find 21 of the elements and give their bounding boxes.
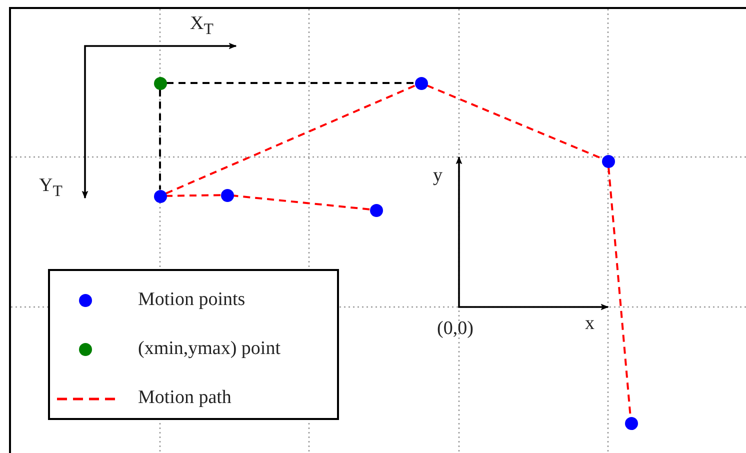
motion-point bbox=[414, 76, 428, 90]
legend-text: Motion points bbox=[138, 290, 246, 309]
motion-point bbox=[602, 154, 614, 168]
path-line bbox=[166, 82, 414, 84]
motion-point bbox=[370, 204, 382, 216]
axis-label: Y$_{T}$ bbox=[39, 176, 62, 200]
axis-label: x bbox=[585, 314, 594, 333]
path-line bbox=[426, 84, 602, 160]
path-line bbox=[166, 84, 416, 194]
path-line bbox=[233, 194, 370, 210]
motion-point bbox=[154, 76, 166, 90]
axis-label: X$_{T}$ bbox=[190, 14, 214, 38]
motion-point bbox=[154, 190, 166, 202]
origin-label: (0,0) bbox=[437, 319, 474, 338]
motion-point bbox=[624, 416, 638, 430]
legend-text: (xmin,ymax) point bbox=[138, 339, 280, 358]
path-line bbox=[159, 90, 161, 190]
motion-point bbox=[220, 188, 234, 202]
path-line bbox=[166, 194, 221, 197]
axis-label: y bbox=[433, 166, 442, 185]
legend-text: Motion path bbox=[138, 388, 232, 407]
